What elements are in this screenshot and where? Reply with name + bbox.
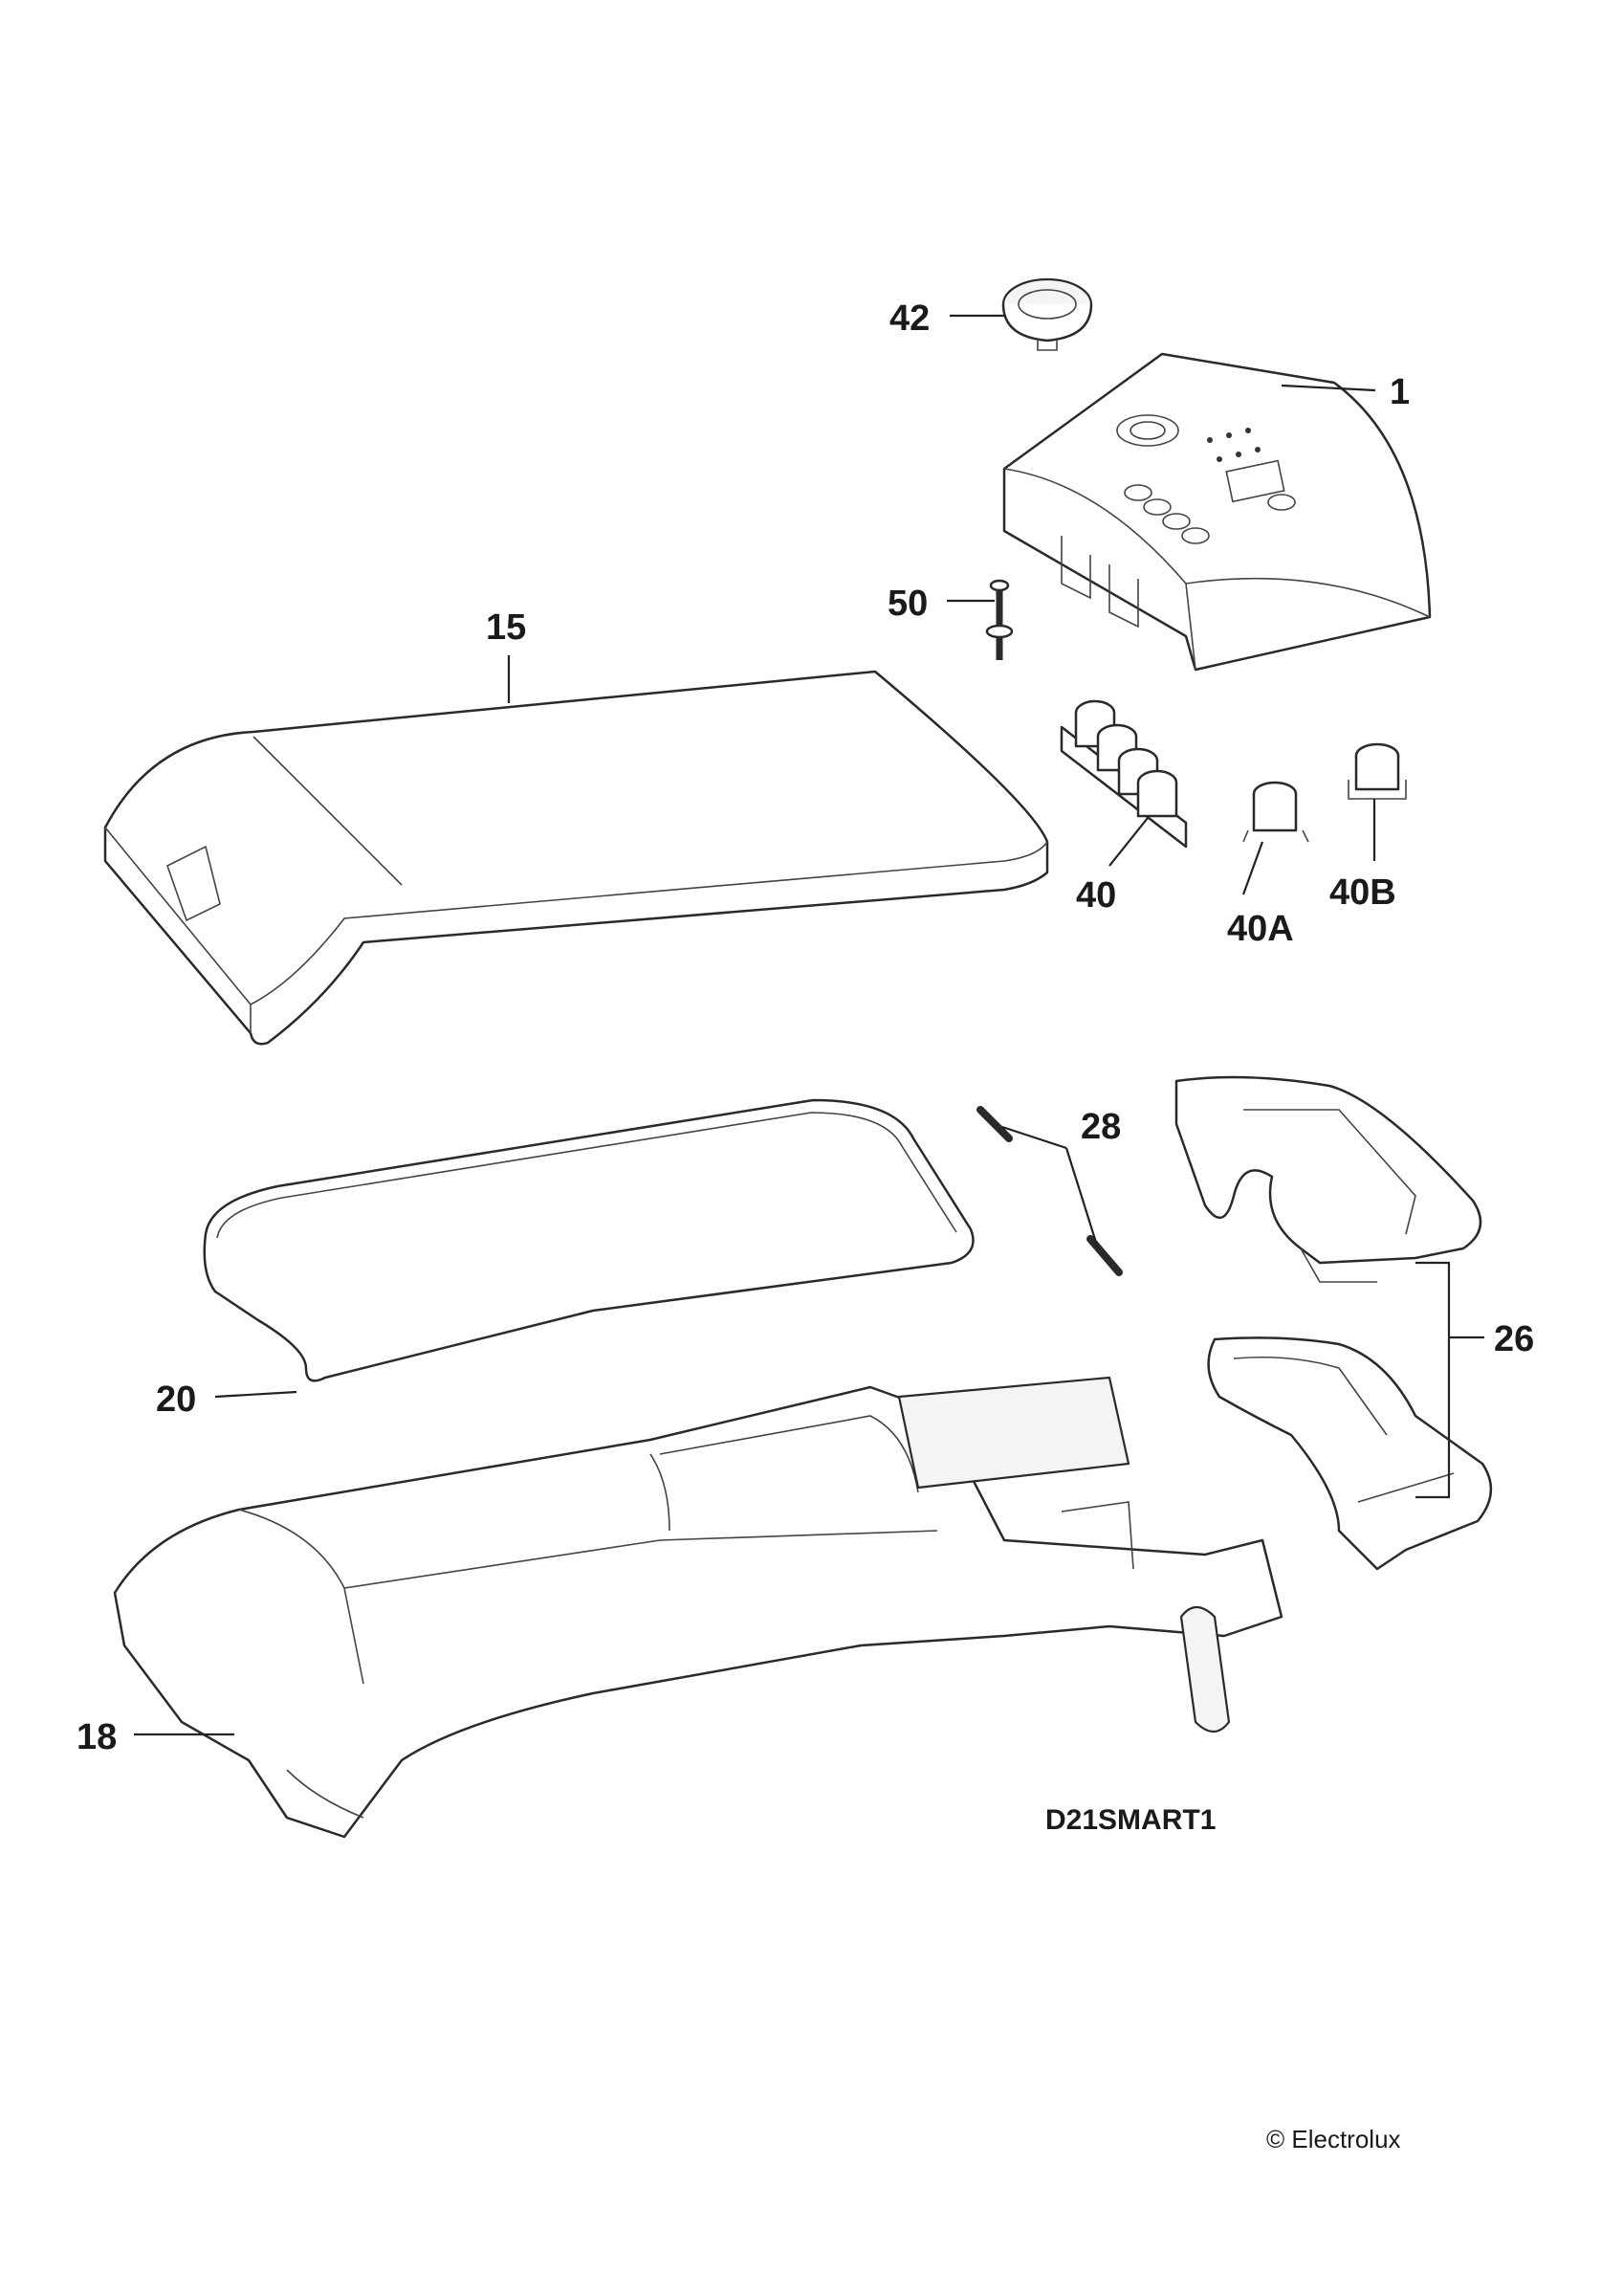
copyright-notice: © Electrolux — [1266, 2125, 1401, 2153]
label-20: 20 — [156, 1380, 196, 1420]
label-18: 18 — [77, 1717, 117, 1757]
leader-lines — [134, 314, 1484, 1736]
label-50: 50 — [888, 584, 928, 624]
label-1: 1 — [1390, 372, 1410, 412]
label-40a: 40A — [1227, 909, 1294, 949]
drawing-code: D21SMART1 — [1045, 1804, 1216, 1836]
part-20-gasket — [203, 1098, 975, 1382]
label-26: 26 — [1494, 1319, 1534, 1359]
part-40b-button — [1348, 742, 1407, 800]
label-28: 28 — [1081, 1107, 1121, 1147]
part-40-button-strip — [1060, 699, 1188, 849]
label-42: 42 — [889, 298, 930, 339]
part-50-pin — [985, 579, 1014, 660]
label-40b: 40B — [1329, 872, 1396, 913]
part-26-handles — [1174, 1075, 1493, 1571]
part-28-pins — [976, 1106, 1123, 1276]
part-15-lid — [103, 670, 1049, 1046]
part-1-control-panel — [1002, 352, 1432, 672]
label-40: 40 — [1076, 875, 1116, 916]
part-42-knob — [1001, 277, 1093, 351]
label-15: 15 — [486, 607, 526, 648]
part-40a-button — [1242, 781, 1309, 843]
part-18-base-frame — [113, 1376, 1283, 1839]
